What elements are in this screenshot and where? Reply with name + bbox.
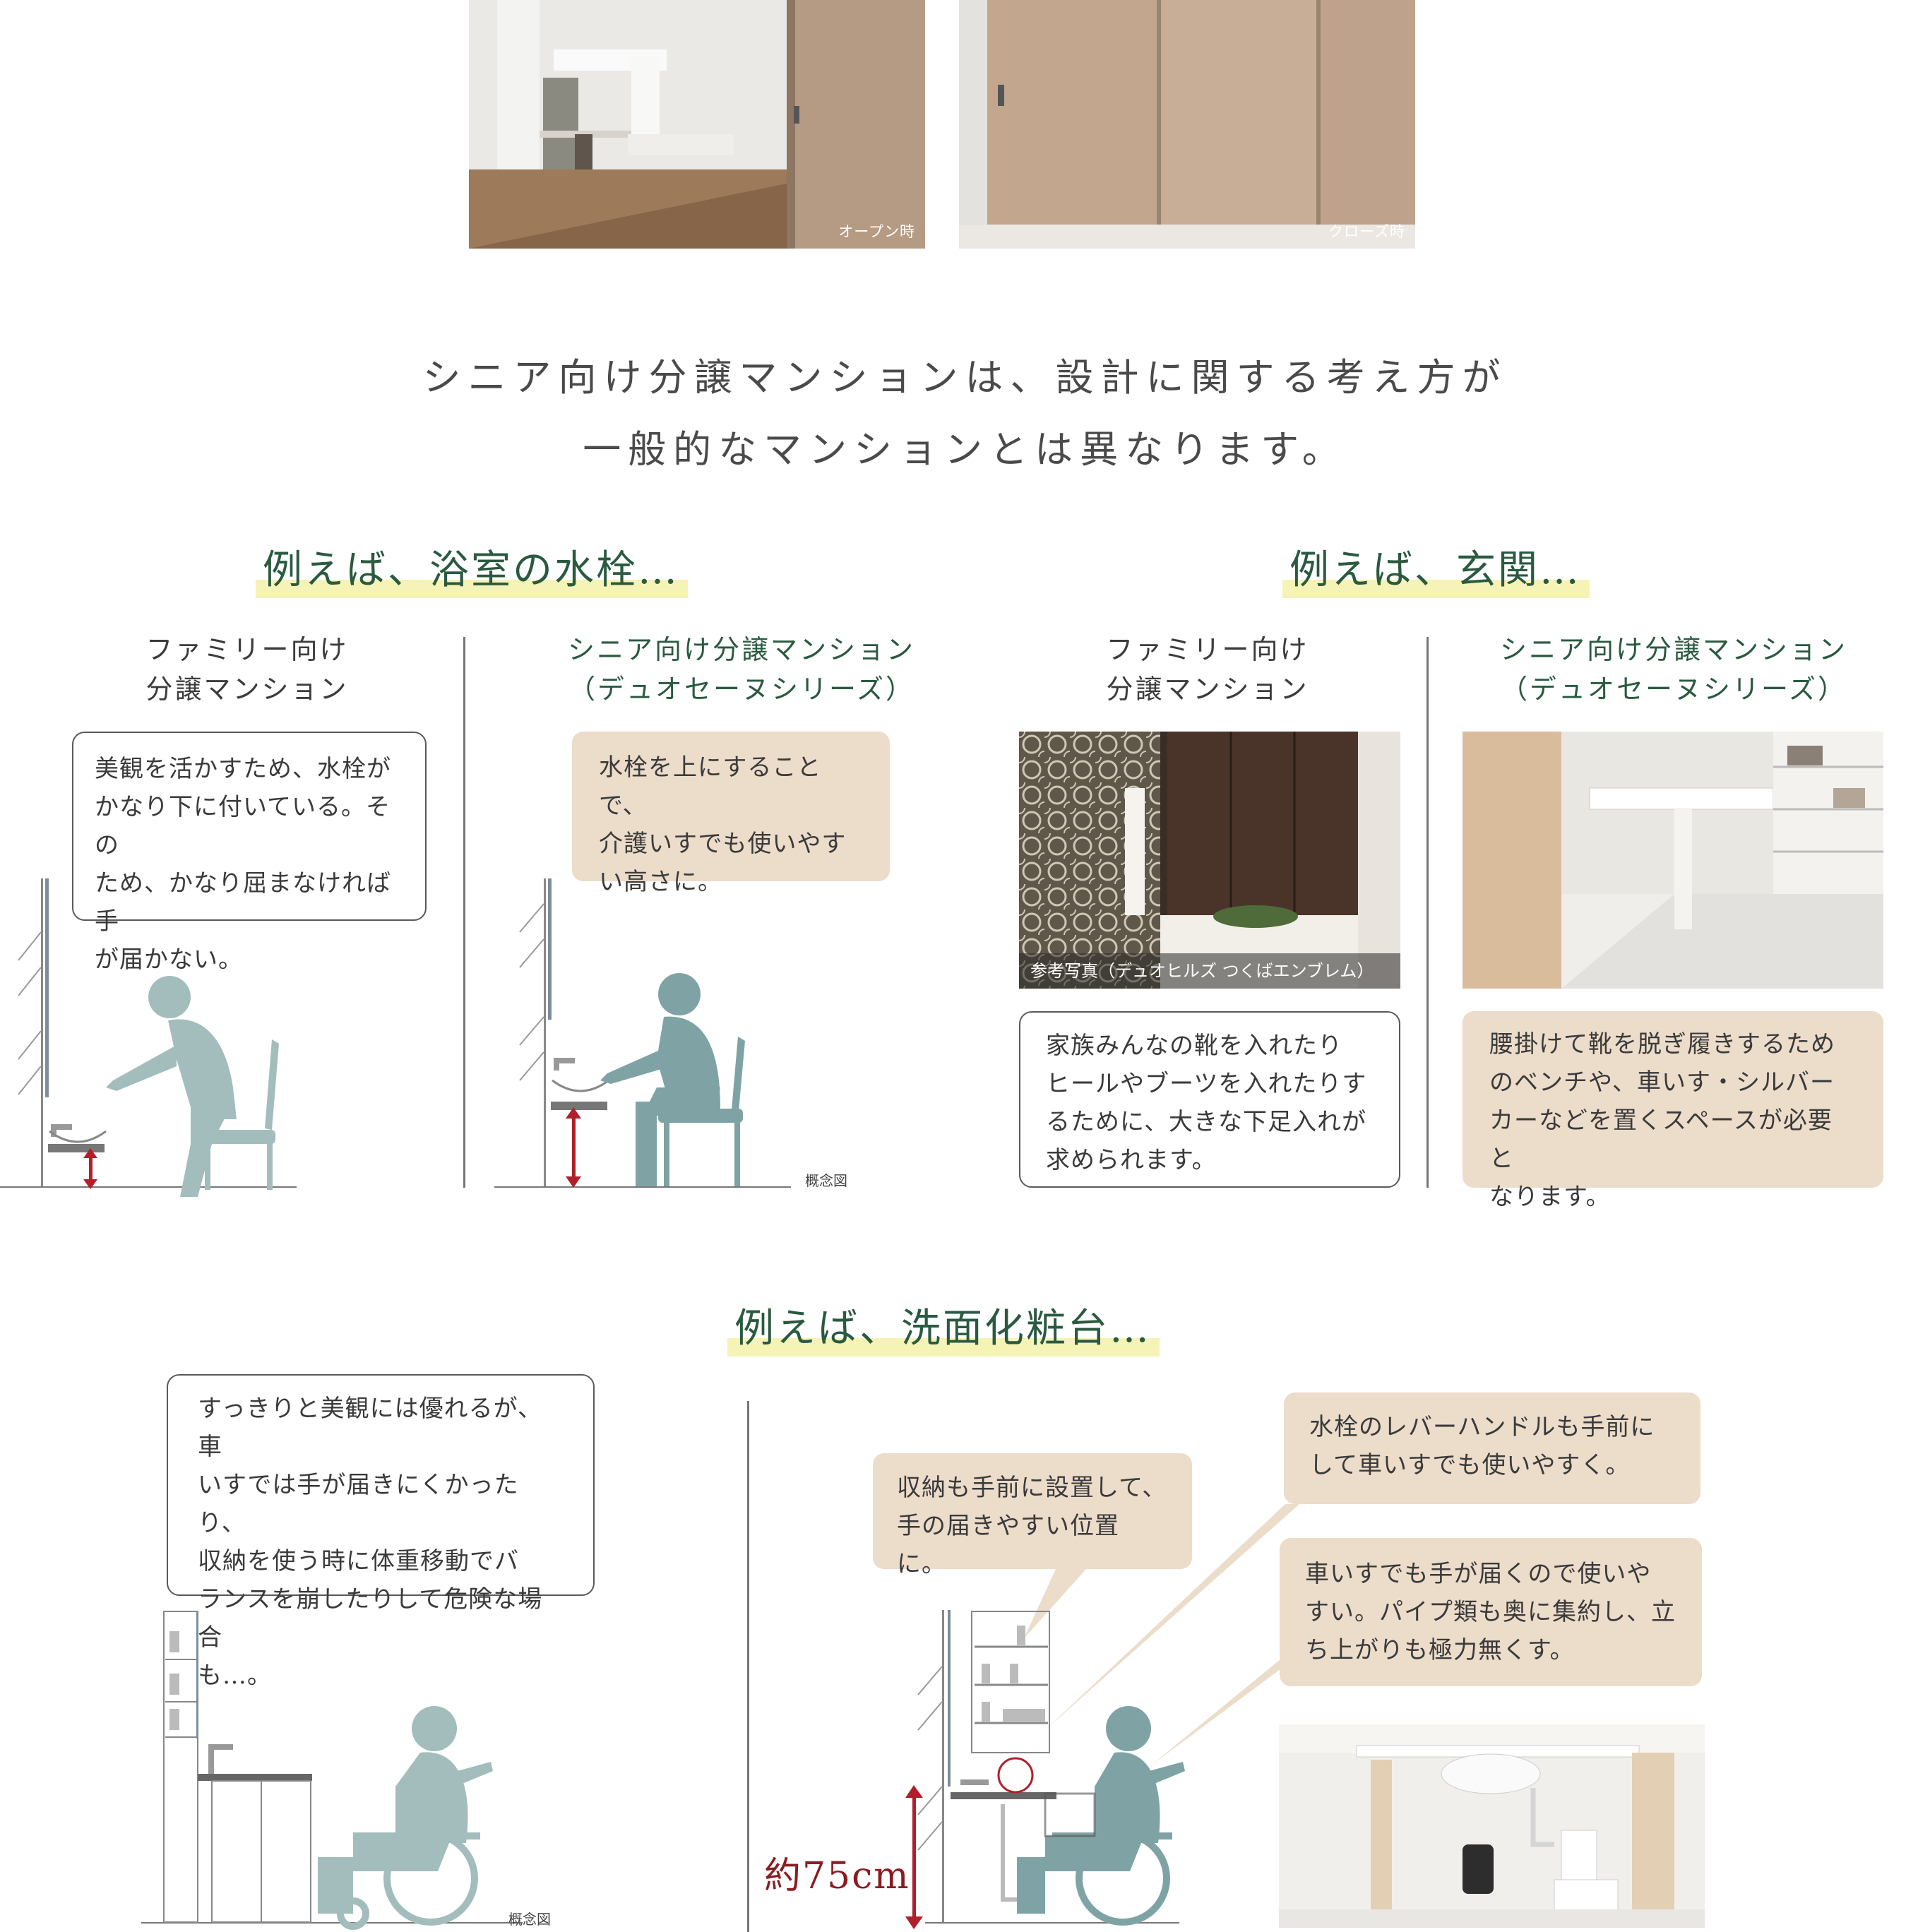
wheelchair-person-icon	[318, 1706, 493, 1914]
vanity-cabinet-photo	[1279, 1724, 1705, 1928]
entrance-senior-label: シニア向け分譲マンション （デュオセーヌシリーズ）	[1499, 634, 1847, 705]
bath-senior-bubble: 水栓を上にすることで、介護いすでも使いやす い高さに。	[572, 732, 890, 896]
close-caption: クローズ時	[1328, 223, 1405, 240]
bending-person-icon	[106, 976, 279, 1197]
vanity-concept-note: 概念図	[508, 1911, 551, 1928]
wheelchair-icon	[337, 1831, 480, 1930]
wheelchair-person-icon	[1017, 1706, 1185, 1914]
vanity-family-illustration	[141, 1611, 523, 1930]
lead-line-2: 一般的なマンションとは異なります。	[583, 427, 1347, 472]
bath-senior-label: シニア向け分譲マンション （デュオセーヌシリーズ）	[567, 634, 915, 705]
seated-person-icon	[600, 973, 745, 1186]
entrance-family-bubble: 家族みんなの靴を入れたりヒールやブーツを入れたりす るために、大きな下足入れが求…	[1019, 1011, 1400, 1188]
lead-line-1: シニア向け分譲マンションは、設計に関する考え方が	[422, 355, 1508, 400]
callout-tails	[1024, 1504, 1303, 1765]
height-label: 約75cm	[764, 1855, 910, 1897]
vanity-heading: 例えば、洗面化粧台…	[727, 1296, 1160, 1356]
bath-family-label: ファミリー向け 分譲マンション	[145, 634, 349, 705]
vanity-pipe-bubble: 車いすでも手が届くので使いやすい。パイプ類も奥に集約し、立 ち上がりも極力無くす…	[1280, 1538, 1702, 1686]
entrance-senior-photo	[1463, 732, 1883, 989]
closed-room-photo: クローズ時	[959, 0, 1415, 249]
bath-senior-illustration	[494, 878, 791, 1188]
entrance-divider	[1426, 637, 1429, 1188]
vanity-lever-bubble: 水栓のレバーハンドルも手前にして車いすでも使いやすく。	[1284, 1393, 1700, 1504]
vanity-senior-illustration	[905, 1610, 1185, 1929]
entrance-photo-caption: 参考写真（デュオヒルズ つくばエンブレム）	[1019, 953, 1400, 989]
open-room-photo: オープン時	[469, 0, 925, 249]
bath-divider	[463, 637, 465, 1188]
entrance-heading: 例えば、玄関…	[1282, 538, 1590, 598]
bath-family-illustration	[0, 878, 297, 1197]
bath-heading: 例えば、浴室の水栓…	[256, 538, 688, 598]
bath-concept-note: 概念図	[805, 1172, 847, 1189]
entrance-family-photo: 参考写真（デュオヒルズ つくばエンブレム）	[1019, 732, 1400, 989]
vanity-family-bubble: すっきりと美観には優れるが、車いすでは手が届きにくかったり、 収納を使う時に体重…	[167, 1374, 595, 1690]
entrance-senior-bubble: 腰掛けて靴を脱ぎ履きするためのベンチや、車いす・シルバー カーなどを置くスペース…	[1463, 1011, 1883, 1211]
red-height-arrow	[905, 1785, 923, 1929]
open-caption: オープン時	[838, 223, 915, 240]
entrance-family-label: ファミリー向け 分譲マンション	[1106, 634, 1309, 705]
vanity-storage-bubble: 収納も手前に設置して、手の届きやすい位置に。	[873, 1453, 1192, 1578]
red-height-arrow	[566, 1107, 581, 1188]
bath-family-bubble: 美観を活かすため、水栓がかなり下に付いている。その ため、かなり屈まなければ手が…	[72, 732, 427, 974]
red-height-arrow	[83, 1148, 97, 1189]
vanity-divider	[747, 1401, 749, 1932]
